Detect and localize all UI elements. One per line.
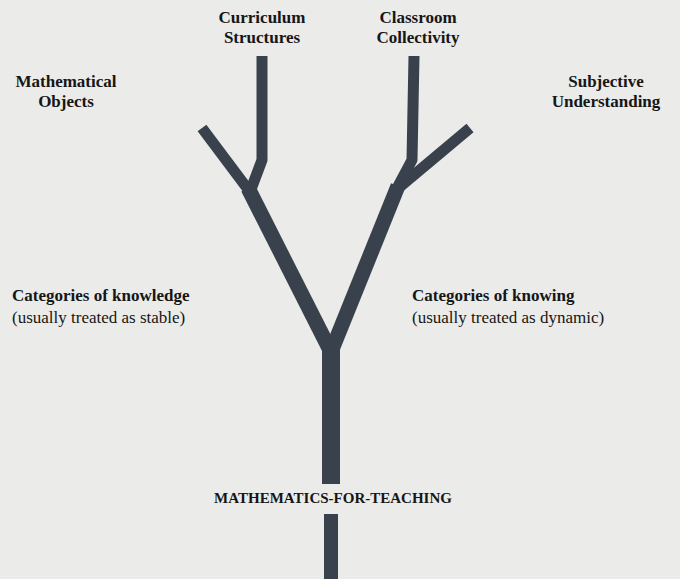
- branch-label: Subjective Understanding: [539, 72, 673, 112]
- collectivity-stem: [396, 56, 414, 190]
- objects-arm: [202, 128, 250, 192]
- branch-label: Curriculum Structures: [200, 8, 324, 48]
- category-note: (usually treated as stable): [12, 308, 185, 328]
- category-note: (usually treated as dynamic): [412, 308, 604, 328]
- right-branch: [331, 186, 398, 352]
- understanding-arm: [396, 128, 470, 190]
- trunk-foot: [324, 514, 338, 579]
- branch-label: Classroom Collectivity: [356, 8, 480, 48]
- left-branch: [248, 188, 331, 352]
- trunk: [322, 340, 340, 484]
- branch-label: Mathematical Objects: [6, 72, 126, 112]
- category-heading: Categories of knowing: [412, 286, 574, 306]
- root-label: MATHEMATICS-FOR-TEACHING: [210, 488, 456, 508]
- curriculum-stem: [250, 56, 262, 192]
- category-heading: Categories of knowledge: [12, 286, 190, 306]
